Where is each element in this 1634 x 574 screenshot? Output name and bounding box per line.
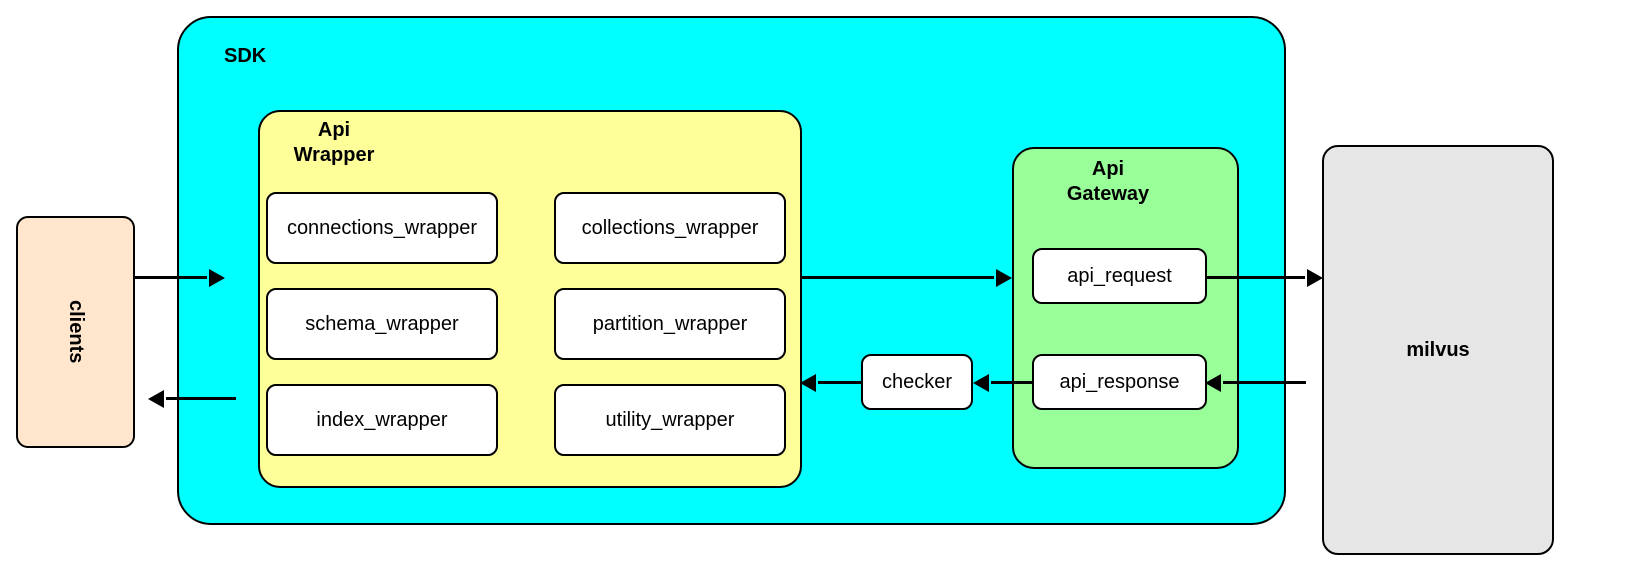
group-api-gateway: Api Gateway xyxy=(1012,147,1239,469)
arrow-clients-to-api-wrapper xyxy=(135,276,207,279)
node-clients[interactable]: clients xyxy=(16,216,135,448)
arrow-milvus-to-api-response xyxy=(1223,381,1306,384)
node-schema-wrapper-label: schema_wrapper xyxy=(305,312,459,335)
node-partition-wrapper-label: partition_wrapper xyxy=(592,312,748,335)
node-connections-wrapper-label: connections_wrapper xyxy=(286,216,478,239)
node-index-wrapper[interactable]: index_wrapper xyxy=(266,384,498,456)
node-utility-wrapper-label: utility_wrapper xyxy=(605,408,735,431)
node-milvus[interactable]: milvus xyxy=(1322,145,1554,555)
group-api-gateway-label: Api Gateway xyxy=(1066,158,1150,205)
group-api-wrapper-label: Api Wrapper xyxy=(293,119,375,166)
node-connections-wrapper[interactable]: connections_wrapper xyxy=(266,192,498,264)
node-clients-label: clients xyxy=(65,300,87,364)
node-collections-wrapper-label: collections_wrapper xyxy=(581,216,759,239)
node-schema-wrapper[interactable]: schema_wrapper xyxy=(266,288,498,360)
arrow-api-request-to-milvus xyxy=(1207,276,1305,279)
node-api-response-label: api_response xyxy=(1059,370,1180,393)
node-checker-label: checker xyxy=(881,370,953,393)
node-milvus-label: milvus xyxy=(1406,338,1470,361)
node-api-request[interactable]: api_request xyxy=(1032,248,1207,304)
group-sdk-label: SDK xyxy=(224,45,267,67)
node-partition-wrapper[interactable]: partition_wrapper xyxy=(554,288,786,360)
node-utility-wrapper[interactable]: utility_wrapper xyxy=(554,384,786,456)
arrow-api-wrapper-to-api-gateway xyxy=(800,276,994,279)
arrow-api-response-to-checker xyxy=(991,381,1034,384)
node-api-response[interactable]: api_response xyxy=(1032,354,1207,410)
node-checker[interactable]: checker xyxy=(861,354,973,410)
arrow-api-wrapper-to-clients xyxy=(166,397,236,400)
node-collections-wrapper[interactable]: collections_wrapper xyxy=(554,192,786,264)
node-index-wrapper-label: index_wrapper xyxy=(316,408,448,431)
arrow-checker-to-api-wrapper xyxy=(818,381,861,384)
node-api-request-label: api_request xyxy=(1067,264,1172,287)
